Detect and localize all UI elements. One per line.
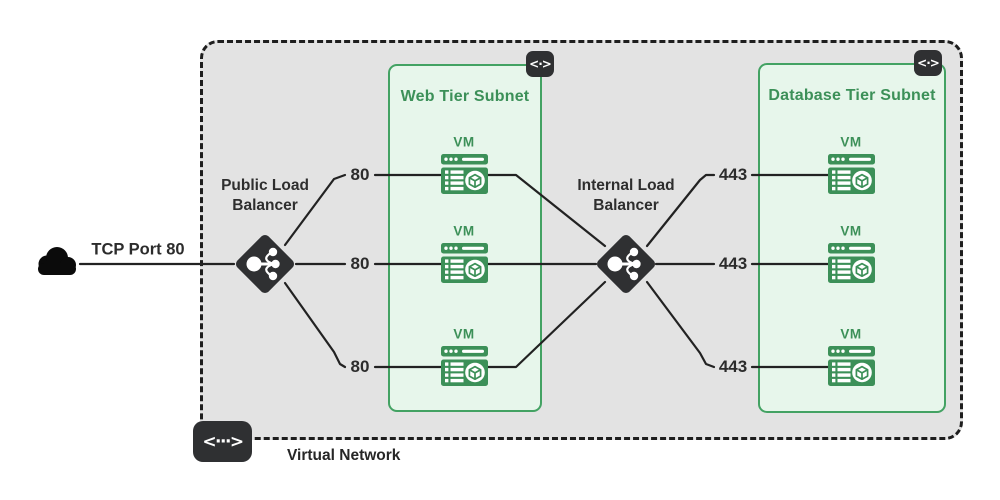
- web-vm-2-icon: [440, 242, 489, 284]
- connector-lines: [78, 173, 830, 369]
- external-connection-label: TCP Port 80: [91, 240, 185, 259]
- db-subnet-code-icon: <·>: [914, 50, 942, 76]
- internal-load-balancer-icon: [593, 231, 659, 297]
- web-vm-1-icon: [440, 153, 489, 195]
- public-load-balancer-label: Public Load Balancer: [221, 176, 309, 216]
- public-lb-name-line1: Public Load: [221, 176, 309, 194]
- web-port-label-3: 80: [350, 357, 370, 376]
- web-vm-3-label: VM: [453, 326, 475, 342]
- internal-load-balancer-label: Internal Load Balancer: [577, 176, 674, 216]
- web-vm-1-label: VM: [453, 134, 475, 150]
- internal-lb-name-line1: Internal Load: [577, 176, 675, 194]
- db-vm-1-icon: [827, 153, 876, 195]
- db-vm-2-label: VM: [840, 223, 862, 239]
- db-port-label-2: 443: [718, 254, 748, 273]
- web-subnet-code-icon: <·>: [526, 51, 554, 77]
- public-lb-name-line2: Balancer: [232, 197, 298, 214]
- virtual-network-code-icon: <···>: [193, 421, 252, 462]
- web-port-label-1: 80: [350, 165, 370, 184]
- cloud-icon: [38, 247, 76, 275]
- virtual-network-label: Virtual Network: [287, 447, 401, 464]
- db-vm-1-label: VM: [840, 134, 862, 150]
- db-vm-3-label: VM: [840, 326, 862, 342]
- internal-lb-name-line2: Balancer: [593, 197, 659, 214]
- web-subnet-title: Web Tier Subnet: [400, 88, 530, 105]
- db-subnet-title: Database Tier Subnet: [768, 87, 936, 104]
- db-port-label-1: 443: [718, 165, 748, 184]
- web-port-label-2: 80: [350, 254, 370, 273]
- db-vm-2-icon: [827, 242, 876, 284]
- web-vm-3-icon: [440, 345, 489, 387]
- web-vm-2-label: VM: [453, 223, 475, 239]
- db-vm-3-icon: [827, 345, 876, 387]
- db-port-label-3: 443: [718, 357, 748, 376]
